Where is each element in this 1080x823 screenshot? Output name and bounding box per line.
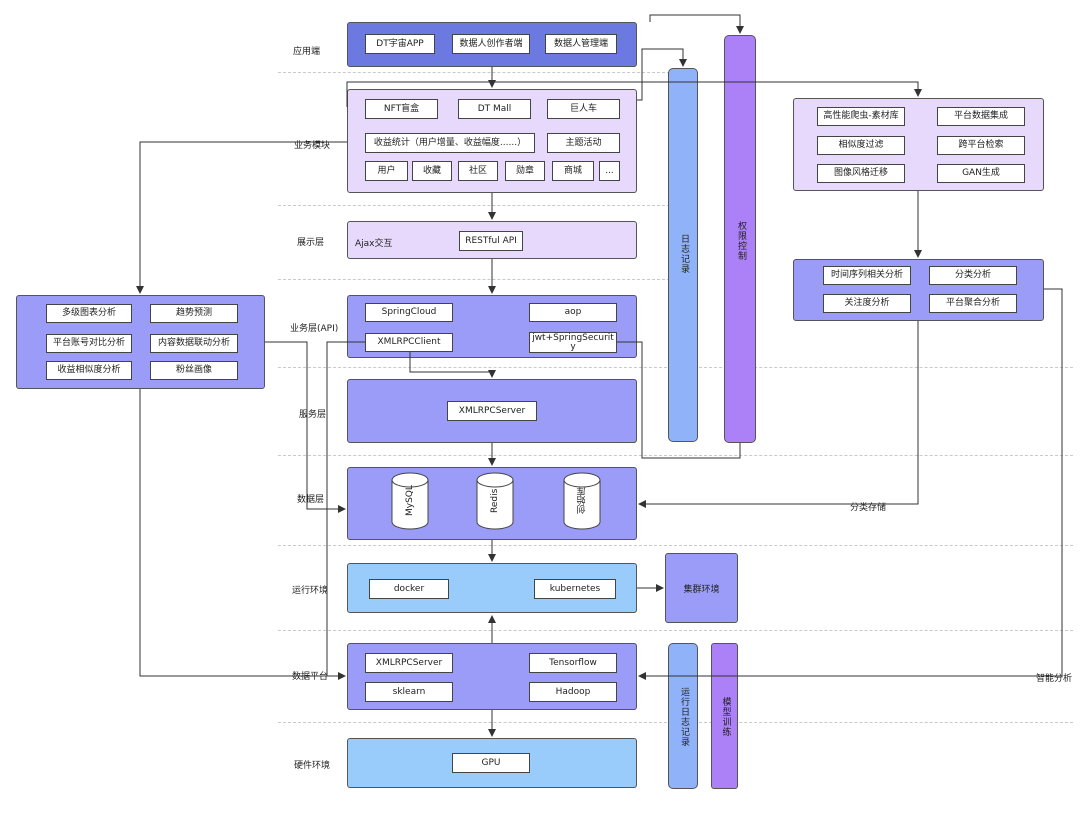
crawler-similarity-filter: 相似度过滤	[817, 136, 905, 155]
mysql-label: MySQL	[405, 485, 415, 517]
arrow-business-to-analysis	[136, 141, 347, 294]
model-training-bar-label: 模型训练	[720, 697, 731, 737]
edge-label-smart-analysis: 智能分析	[1035, 671, 1074, 684]
module-nft-blindbox: NFT盲盒	[365, 99, 438, 119]
module-giant-car: 巨人车	[547, 99, 620, 119]
tensorflow: Tensorflow	[529, 653, 617, 673]
ts-classification: 分类分析	[929, 266, 1017, 285]
module-revenue-stats: 收益统计（用户增量、收益幅度......）	[365, 133, 535, 153]
edge-label-classified-storage: 分类存储	[849, 500, 888, 513]
crawler-style-transfer: 图像风格迁移	[817, 164, 905, 183]
run-log-bar-label: 运行日志记录	[679, 687, 689, 747]
docker: docker	[369, 579, 449, 599]
permission-bar-label: 权限控制	[736, 221, 746, 261]
ts-platform-aggregation: 平台聚合分析	[929, 294, 1017, 313]
module-favorites: 收藏	[412, 161, 452, 181]
module-more: ...	[599, 161, 620, 181]
database-icon	[391, 472, 429, 530]
database-icon	[563, 472, 601, 530]
app-dt-universe: DT宇宙APP	[365, 34, 435, 54]
layer-label-data: 数据层	[297, 495, 325, 505]
mysql-database: MySQL	[391, 472, 429, 530]
kubernetes: kubernetes	[534, 579, 616, 599]
other-db-label: 创始库	[577, 487, 588, 515]
layer-label-service-api: 业务层(API)	[290, 324, 339, 334]
log-bar-label: 日志记录	[679, 234, 689, 274]
xmlrpc-server: XMLRPCServer	[447, 401, 537, 421]
analysis-revenue-similarity: 收益相似度分析	[46, 361, 132, 380]
module-store: 商城	[552, 161, 594, 181]
log-bar: 日志记录	[668, 68, 698, 442]
database-icon	[476, 472, 514, 530]
layer-label-runtime: 运行环境	[292, 586, 329, 596]
module-medal: 勋章	[505, 161, 545, 181]
crawler-cross-search: 跨平台检索	[937, 136, 1025, 155]
layer-divider	[278, 545, 1073, 546]
aop: aop	[529, 303, 617, 322]
arrow-app-to-permission	[649, 14, 744, 34]
analysis-trend-forecast: 趋势预测	[150, 304, 238, 323]
app-creator-client: 数据人创作者端	[452, 34, 530, 54]
crawler-gan-generation: GAN生成	[937, 164, 1025, 183]
layer-divider	[278, 630, 1073, 631]
permission-bar: 权限控制	[724, 35, 756, 443]
layer-label-app: 应用端	[293, 47, 321, 57]
cluster-environment: 集群环境	[665, 553, 738, 623]
layer-label-service: 服务层	[299, 410, 327, 420]
layer-divider	[278, 72, 670, 73]
analysis-account-compare: 平台账号对比分析	[46, 334, 132, 353]
analysis-multi-chart: 多级图表分析	[46, 304, 132, 323]
redis-database: Redis	[476, 472, 514, 530]
xmlrpc-client: XMLRPCClient	[365, 333, 453, 352]
module-community: 社区	[458, 161, 498, 181]
module-theme-events: 主题活动	[547, 133, 620, 153]
analysis-fan-portrait: 粉丝画像	[150, 361, 238, 380]
arrow-analysis-to-platform	[139, 389, 346, 680]
ts-correlation: 时间序列相关分析	[823, 266, 911, 285]
gpu: GPU	[452, 753, 530, 773]
analysis-content-linkage: 内容数据联动分析	[150, 334, 238, 353]
other-database: 创始库	[563, 472, 601, 530]
ajax-interaction: Ajax交互	[355, 239, 393, 249]
layer-label-hardware: 硬件环境	[294, 761, 331, 771]
sklearn: sklearn	[365, 682, 453, 702]
jwt-springsecurity: jwt+SpringSecurity	[529, 332, 617, 353]
layer-divider	[278, 279, 670, 280]
layer-divider	[278, 455, 1073, 456]
ts-attention: 关注度分析	[823, 294, 911, 313]
crawler-material-library: 高性能爬虫-素材库	[817, 107, 905, 126]
layer-label-business: 业务模块	[294, 141, 331, 151]
platform-xmlrpc-server: XMLRPCServer	[365, 653, 453, 673]
layer-label-data-platform: 数据平台	[292, 672, 329, 682]
app-admin-client: 数据人管理端	[545, 34, 617, 54]
layer-divider	[278, 205, 670, 206]
restful-api: RESTful API	[459, 231, 523, 251]
crawler-data-integration: 平台数据集成	[937, 107, 1025, 126]
model-training-bar: 模型训练	[711, 643, 738, 789]
module-user: 用户	[365, 161, 408, 181]
hadoop: Hadoop	[529, 682, 617, 702]
redis-label: Redis	[490, 488, 500, 514]
module-dt-mall: DT Mall	[458, 99, 531, 119]
run-log-bar: 运行日志记录	[668, 643, 698, 789]
layer-label-display: 展示层	[297, 238, 325, 248]
springcloud: SpringCloud	[365, 303, 453, 322]
